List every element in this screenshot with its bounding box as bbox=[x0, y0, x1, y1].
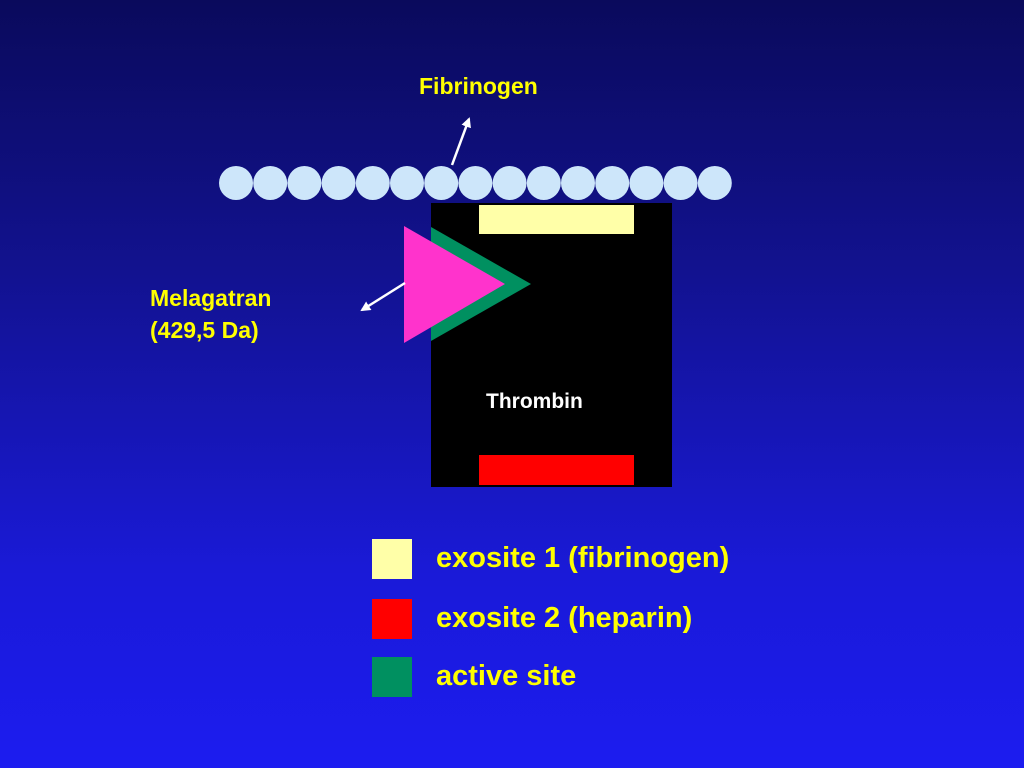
legend-swatch-exosite-1 bbox=[372, 539, 412, 579]
exosite-2-region bbox=[479, 455, 634, 485]
fibrinogen-bead bbox=[253, 166, 288, 200]
legend-swatch-exosite-2 bbox=[372, 599, 412, 639]
fibrinogen-bead bbox=[321, 166, 356, 200]
fibrinogen-bead bbox=[629, 166, 664, 200]
fibrinogen-bead bbox=[458, 166, 493, 200]
melagatran-arrow bbox=[360, 281, 406, 312]
melagatran-molecule bbox=[404, 226, 505, 343]
melagatran-mass: (429,5 Da) bbox=[150, 317, 259, 343]
legend-swatch-active-site bbox=[372, 657, 412, 697]
fibrinogen-bead bbox=[663, 166, 698, 200]
melagatran-name: Melagatran bbox=[150, 285, 272, 311]
fibrinogen-bead bbox=[390, 166, 424, 200]
fibrinogen-bead bbox=[287, 166, 322, 200]
exosite-1-region bbox=[479, 205, 634, 234]
fibrinogen-bead bbox=[595, 166, 630, 200]
legend-label-active-site: active site bbox=[436, 660, 577, 692]
fibrinogen-bead bbox=[526, 166, 561, 200]
fibrinogen-bead bbox=[355, 166, 390, 200]
thrombin-body bbox=[431, 203, 672, 487]
melagatran-label: Melagatran (429,5 Da) bbox=[150, 282, 271, 346]
fibrinogen-label: Fibrinogen bbox=[419, 73, 538, 99]
fibrinogen-bead bbox=[561, 166, 595, 200]
thrombin-label: Thrombin bbox=[486, 390, 583, 413]
legend-label-exosite-2: exosite 2 (heparin) bbox=[436, 602, 693, 634]
fibrinogen-bead bbox=[219, 166, 253, 200]
fibrinogen-chain bbox=[219, 166, 732, 200]
fibrinogen-bead bbox=[424, 166, 459, 200]
fibrinogen-bead bbox=[697, 166, 732, 200]
legend-label-exosite-1: exosite 1 (fibrinogen) bbox=[436, 542, 730, 574]
fibrinogen-bead bbox=[492, 166, 527, 200]
fibrinogen-arrow bbox=[450, 117, 471, 166]
